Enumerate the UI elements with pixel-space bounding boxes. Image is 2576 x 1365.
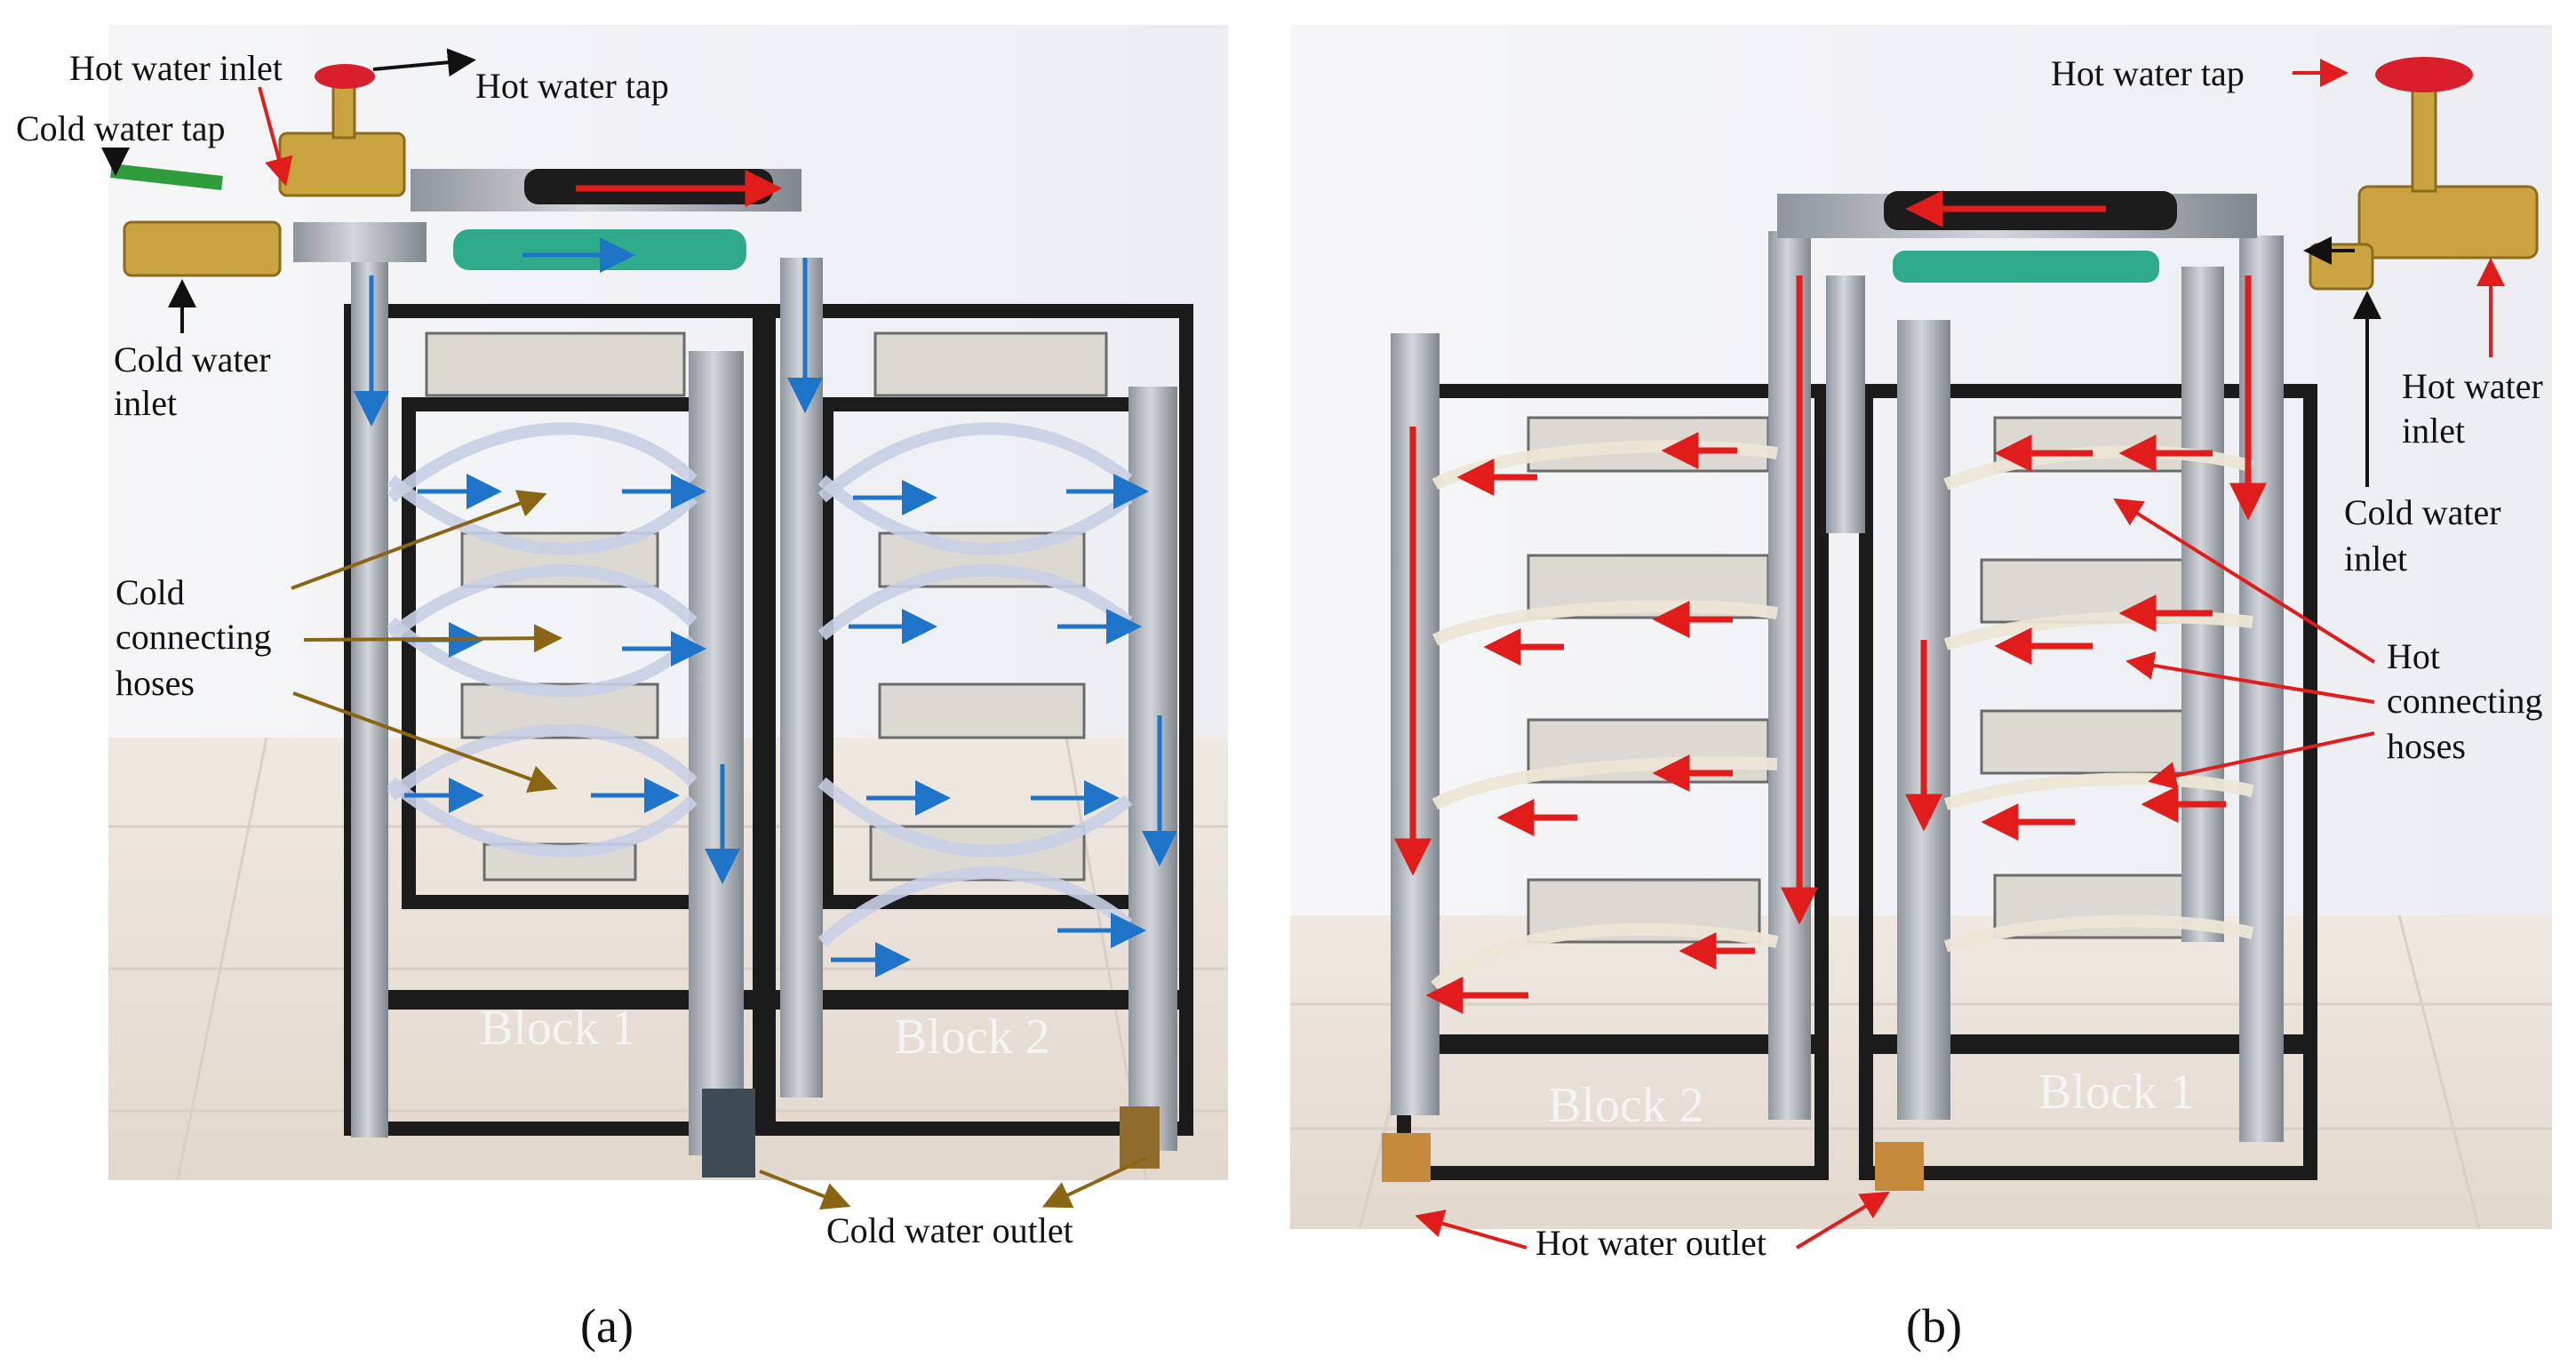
- hot-water-tap-b: [2357, 57, 2539, 259]
- hot-flow-arrows-b: [1394, 190, 2267, 1014]
- panel-a-caption: (a): [580, 1299, 634, 1353]
- hot-water-outlet-label-b: Hot water outlet: [1535, 1223, 1767, 1263]
- pipes-b: [1382, 194, 2284, 1191]
- hot-hoses-label-b-line1: Hot: [2387, 636, 2440, 676]
- hot-water-inlet-label-a: Hot water inlet: [69, 48, 283, 88]
- cold-water-inlet-label-a-line2: inlet: [114, 383, 177, 423]
- hot-hoses-label-b-line3: hoses: [2387, 726, 2466, 766]
- cold-water-tap-label-a: Cold water tap: [16, 108, 226, 148]
- panel-b-caption: (b): [1906, 1299, 1962, 1353]
- panel-b-annotations: Hot water tap Hot water inlet Cold water…: [1415, 53, 2543, 1353]
- cold-flow-arrows-a: [354, 237, 1177, 978]
- hot-water-tap-label-b: Hot water tap: [2051, 53, 2245, 93]
- hot-connecting-hoses-b: [1431, 440, 2254, 992]
- green-hose-b: [1893, 251, 2159, 283]
- block-2-label-a: Block 2: [894, 1010, 1050, 1065]
- hot-hoses-label-b-line2: connecting: [2387, 681, 2543, 721]
- block-1-label-b: Block 1: [2038, 1065, 2195, 1120]
- cold-water-inlet-label-b-line2: inlet: [2344, 539, 2407, 579]
- cold-water-inlet-label-a-line1: Cold water: [114, 339, 271, 379]
- hot-water-inlet-label-b-line1: Hot water: [2402, 366, 2543, 406]
- cold-hoses-label-a-line2: connecting: [116, 617, 272, 657]
- hot-water-tap-a: [278, 64, 406, 197]
- panel-b-photo: Block 2 Block 1: [1290, 25, 2552, 1230]
- cold-water-inlet-label-b-line1: Cold water: [2344, 492, 2501, 532]
- panel-a-photo: Block 1 Block 2: [108, 25, 1228, 1181]
- hot-water-inlet-label-b-line2: inlet: [2402, 411, 2465, 451]
- block-1-label-a: Block 1: [480, 1001, 636, 1056]
- cold-connecting-hoses-a: [387, 422, 1133, 947]
- cold-water-outlet-label-a: Cold water outlet: [826, 1210, 1073, 1250]
- green-hose-a: [453, 229, 746, 270]
- hot-water-tap-label-a: Hot water tap: [475, 66, 669, 106]
- cold-hoses-label-a-line3: hoses: [116, 663, 195, 703]
- block-2-label-b: Block 2: [1548, 1078, 1704, 1133]
- cold-hoses-label-a-line1: Cold: [116, 572, 185, 612]
- panel-a-annotations: Hot water inlet Hot water tap Cold water…: [16, 48, 1147, 1353]
